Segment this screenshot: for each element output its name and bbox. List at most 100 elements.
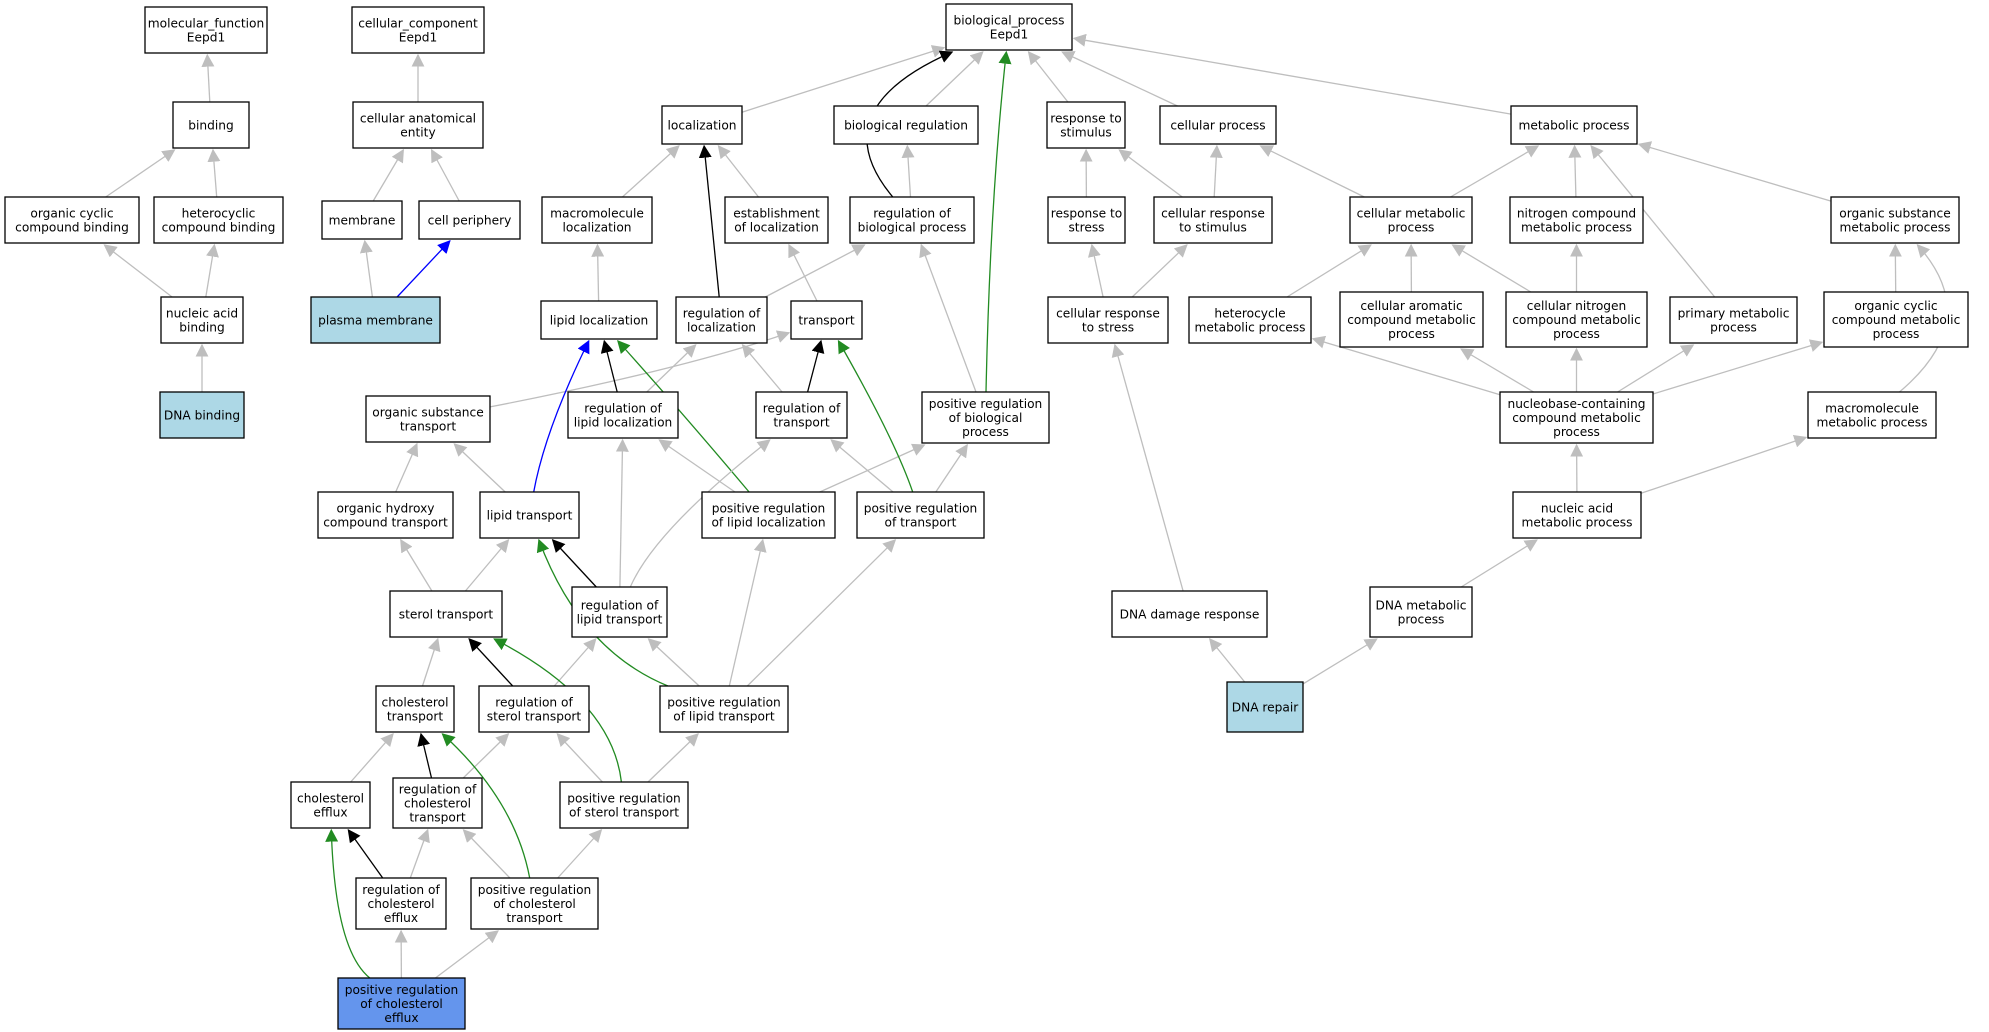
edge-reglipidtrans-to-regtrans bbox=[629, 439, 771, 588]
node-label-line: heterocyclic bbox=[182, 207, 256, 221]
edge bbox=[698, 144, 720, 298]
node-box bbox=[1369, 586, 1473, 638]
node-label-line: cellular metabolic bbox=[1357, 207, 1466, 221]
edge-dnarepair-to-dna-metab bbox=[1302, 638, 1378, 685]
edge bbox=[557, 829, 603, 879]
edge-posreglipidtrans-to-reglipidtrans bbox=[647, 638, 700, 687]
edge bbox=[1286, 244, 1372, 298]
node-label-line: compound transport bbox=[323, 516, 448, 530]
edge-posreglipidtrans-to-posreglipidloc bbox=[728, 538, 767, 687]
edge bbox=[717, 144, 760, 198]
edge bbox=[837, 339, 914, 493]
edge-metab-to-bp bbox=[1072, 33, 1512, 115]
node-label-line: cholesterol bbox=[382, 696, 449, 710]
node-label-line: heterocycle bbox=[1214, 307, 1285, 321]
node-label-line: process bbox=[1873, 327, 1920, 341]
edge-cell-resp-stress-to-resp-stress bbox=[1088, 243, 1104, 298]
node-box bbox=[392, 777, 483, 829]
edge-cell-metab-to-metab bbox=[1450, 145, 1540, 198]
edges-layer bbox=[103, 33, 1948, 979]
node-box bbox=[849, 196, 975, 244]
node-label-line: of localization bbox=[734, 221, 819, 235]
edge-steroltrans-to-orghydroxy bbox=[400, 538, 433, 592]
node-label-line: binding bbox=[188, 119, 233, 133]
node-label-line: metabolic process bbox=[1840, 221, 1951, 235]
node-lipidloc: lipid localization bbox=[540, 300, 658, 340]
node-box bbox=[160, 296, 244, 344]
edge bbox=[205, 243, 219, 298]
node-label-line: lipid localization bbox=[550, 314, 649, 328]
edge-regtrans-to-regloc bbox=[741, 344, 783, 393]
node-label-line: biological_process bbox=[953, 14, 1064, 28]
edge-regloc-to-regbp bbox=[764, 244, 866, 298]
node-box bbox=[559, 781, 689, 829]
node-label-line: cholesterol bbox=[368, 897, 435, 911]
edge-macroloc-to-localization bbox=[621, 145, 680, 198]
edge-pm-to-membrane bbox=[359, 239, 374, 298]
node-label-line: positive regulation bbox=[929, 397, 1043, 411]
edge bbox=[551, 539, 597, 588]
node-label-line: regulation of bbox=[362, 883, 440, 897]
node-label-line: DNA binding bbox=[164, 409, 240, 423]
node-label-line: of biological bbox=[949, 411, 1023, 425]
node-label-line: response to bbox=[1050, 112, 1121, 126]
node-cell-proc: cellular process bbox=[1159, 105, 1277, 145]
node-label-line: membrane bbox=[329, 214, 396, 228]
node-box bbox=[470, 877, 599, 930]
edge bbox=[553, 638, 597, 687]
node-box bbox=[352, 101, 484, 149]
node-box bbox=[755, 391, 848, 439]
edge bbox=[629, 439, 771, 588]
edge-reglipidtrans-to-reglipidloc bbox=[615, 438, 629, 588]
node-box bbox=[1830, 196, 1960, 244]
node-label-line: biological process bbox=[858, 221, 967, 235]
node-box bbox=[701, 491, 836, 539]
node-box bbox=[921, 391, 1050, 444]
node-label-line: organic cyclic bbox=[1854, 299, 1937, 313]
node-localization: localization bbox=[661, 105, 743, 145]
node-label-line: compound binding bbox=[15, 221, 129, 235]
node-label-line: compound metabolic bbox=[1512, 313, 1641, 327]
node-label-line: of lipid localization bbox=[711, 516, 825, 530]
edge-steroltrans-to-lipidtrans bbox=[464, 539, 510, 592]
edge-cell-resp-stim-to-resp-stim bbox=[1118, 149, 1183, 198]
edge-dnadamage-to-cell-resp-stress bbox=[1111, 343, 1184, 592]
edge-posregcholtrans-to-posregsteroltrans bbox=[557, 829, 603, 879]
edge bbox=[600, 339, 618, 393]
node-label-line: sterol transport bbox=[399, 608, 494, 622]
node-label-line: localization bbox=[563, 221, 632, 235]
node-label-line: transport bbox=[773, 416, 830, 430]
edge bbox=[901, 144, 915, 198]
node-steroltrans: sterol transport bbox=[389, 590, 503, 638]
edge-nab-to-ocb bbox=[103, 244, 173, 298]
edge bbox=[1460, 348, 1534, 393]
edge bbox=[819, 443, 926, 493]
edge-nucbase-to-prim-metab bbox=[1617, 344, 1695, 393]
node-box bbox=[310, 296, 441, 344]
node-label-line: lipid transport bbox=[487, 509, 573, 523]
node-label-line: metabolic process bbox=[1521, 221, 1632, 235]
edge bbox=[1072, 33, 1512, 115]
edge-posreglipidtrans-to-posregtrans bbox=[746, 539, 897, 687]
node-label-line: regulation of bbox=[873, 207, 951, 221]
edge bbox=[1637, 141, 1832, 202]
node-label-line: binding bbox=[179, 321, 224, 335]
node-transport: transport bbox=[790, 300, 863, 340]
node-label-line: of cholesterol bbox=[360, 997, 443, 1011]
edge-ocb-to-binding bbox=[105, 149, 176, 198]
node-label-line: process bbox=[962, 425, 1009, 439]
node-box bbox=[1188, 296, 1312, 344]
node-label-line: of lipid transport bbox=[673, 710, 775, 724]
edge bbox=[1451, 244, 1532, 293]
edge bbox=[1568, 144, 1582, 198]
node-label-line: organic substance bbox=[372, 406, 483, 420]
edge bbox=[1209, 144, 1223, 198]
